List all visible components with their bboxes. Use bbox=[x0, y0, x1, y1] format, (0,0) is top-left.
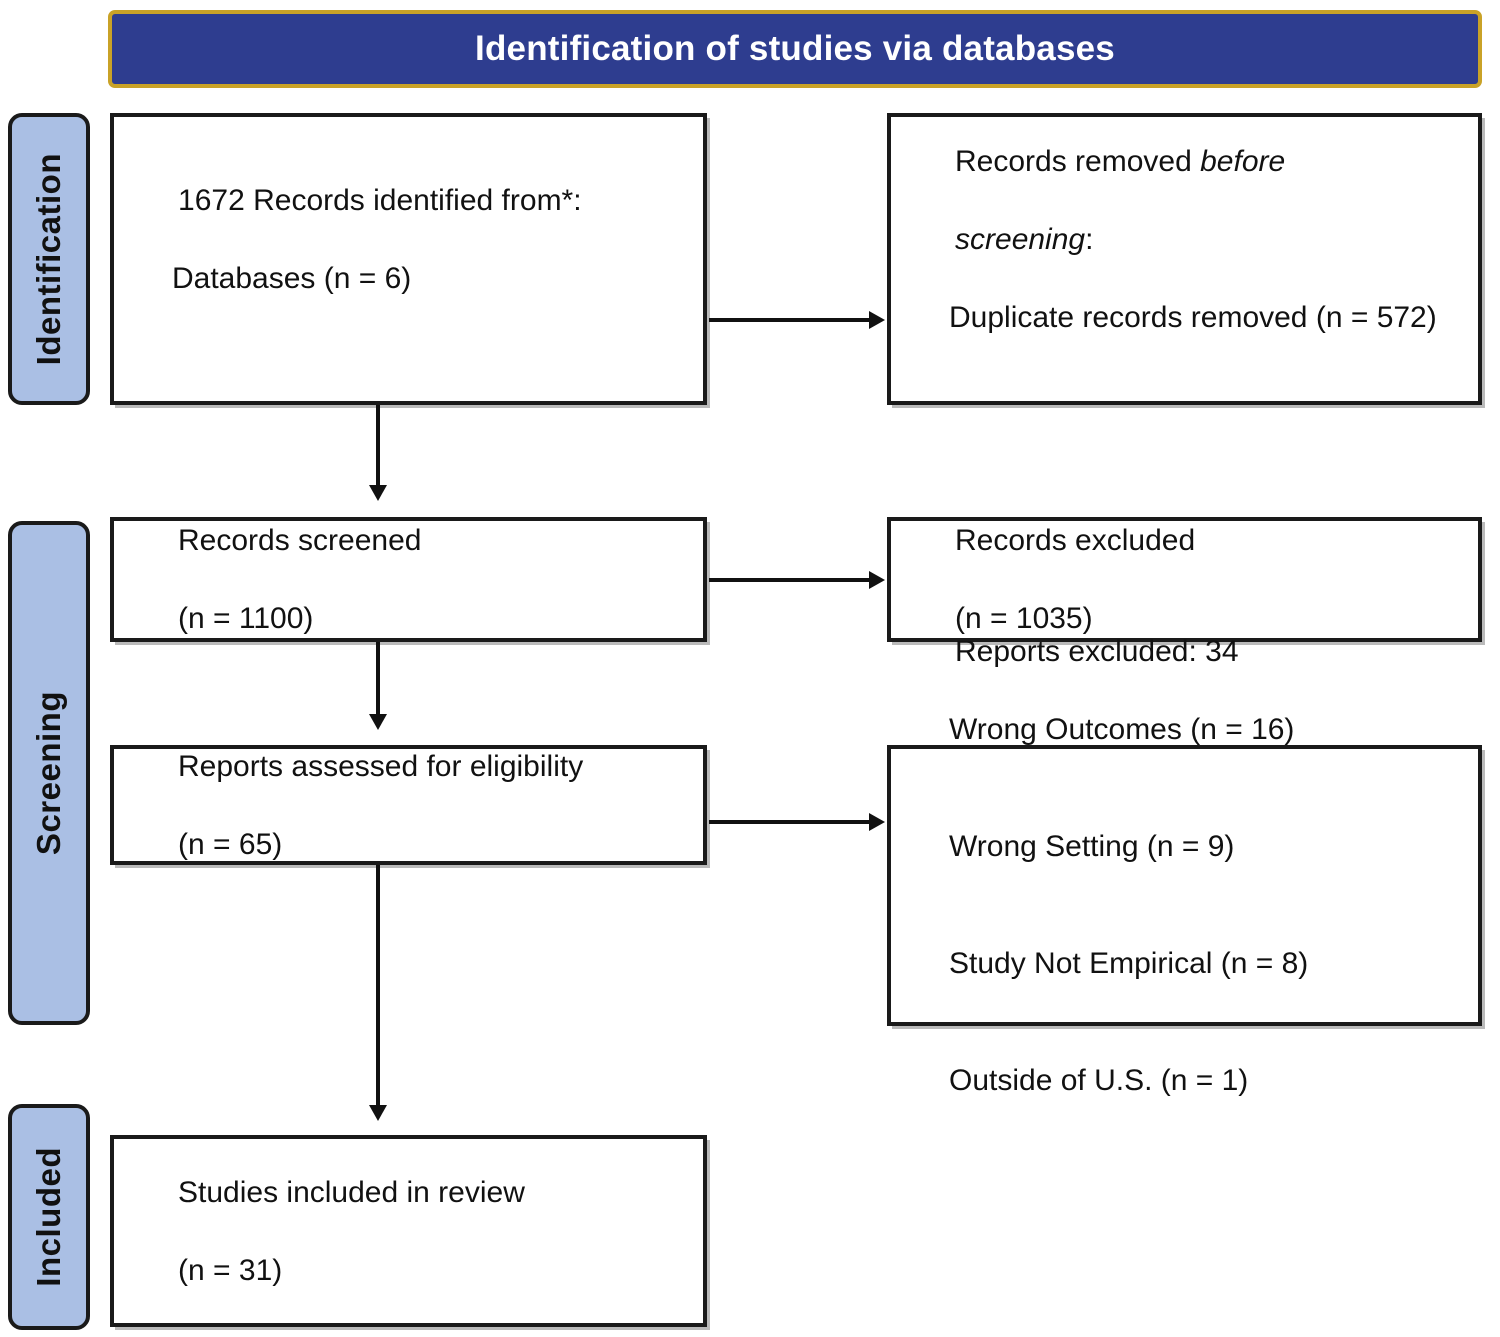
arrow-identified-to-removed-head-icon bbox=[869, 311, 885, 329]
stage-label-screening: Screening bbox=[8, 521, 90, 1025]
records-removed-line1-italic: before bbox=[1200, 145, 1286, 178]
records-removed-line1-plain: Records removed bbox=[955, 145, 1201, 178]
reports-excluded-reason: Wrong Outcomes (n = 16) bbox=[949, 713, 1295, 746]
box-records-excluded-text: Records excluded (n = 1035) bbox=[891, 482, 1478, 677]
records-excluded-line2: (n = 1035) bbox=[955, 602, 1093, 635]
records-removed-line3: Duplicate records removed (n = 572) bbox=[949, 301, 1437, 334]
arrow-eligibility-to-reports-excluded-head-icon bbox=[869, 813, 885, 831]
studies-included-line1: Studies included in review bbox=[178, 1175, 525, 1209]
box-records-identified: 1672 Records identified from*: Databases… bbox=[110, 113, 707, 405]
box-records-excluded: Records excluded (n = 1035) bbox=[887, 517, 1482, 642]
box-records-screened: Records screened (n = 1100) bbox=[110, 517, 707, 642]
arrow-screened-to-records-excluded bbox=[709, 578, 873, 582]
arrow-eligibility-to-included bbox=[376, 865, 380, 1113]
records-identified-line2: Databases (n = 6) bbox=[172, 262, 412, 295]
box-reports-excluded-text: Reports excluded: 34 Wrong Outcomes (n =… bbox=[891, 593, 1478, 1178]
box-records-screened-text: Records screened (n = 1100) bbox=[114, 482, 703, 677]
reports-excluded-reason: Outside of U.S. (n = 1) bbox=[949, 1064, 1249, 1097]
arrow-screened-to-eligibility-head-icon bbox=[369, 714, 387, 730]
arrow-identified-to-removed bbox=[709, 318, 873, 322]
studies-included-line2: (n = 31) bbox=[178, 1253, 283, 1287]
records-screened-line1: Records screened bbox=[178, 524, 422, 557]
reports-assessed-line2: (n = 65) bbox=[178, 827, 283, 861]
reports-excluded-reason: Study Not Empirical (n = 8) bbox=[949, 947, 1309, 980]
box-records-removed-text: Records removed before screening: Duplic… bbox=[891, 103, 1478, 415]
records-excluded-line1: Records excluded bbox=[955, 524, 1196, 557]
records-removed-line2-plain: : bbox=[1085, 223, 1094, 256]
arrow-eligibility-to-reports-excluded bbox=[709, 820, 873, 824]
records-screened-line2: (n = 1100) bbox=[178, 602, 314, 635]
stage-label-identification: Identification bbox=[8, 113, 90, 405]
arrow-identified-to-screened-head-icon bbox=[369, 485, 387, 501]
box-records-removed: Records removed before screening: Duplic… bbox=[887, 113, 1482, 405]
box-records-identified-text: 1672 Records identified from*: Databases… bbox=[114, 142, 703, 376]
records-removed-line2-italic: screening bbox=[955, 223, 1086, 256]
arrow-screened-to-records-excluded-head-icon bbox=[869, 571, 885, 589]
box-studies-included: Studies included in review (n = 31) bbox=[110, 1135, 707, 1327]
arrow-eligibility-to-included-head-icon bbox=[369, 1105, 387, 1121]
reports-excluded-reason: Wrong Setting (n = 9) bbox=[949, 830, 1235, 863]
diagram-header-banner: Identification of studies via databases bbox=[108, 10, 1482, 88]
stage-label-included-text: Included bbox=[30, 1147, 67, 1287]
stage-label-identification-text: Identification bbox=[30, 152, 67, 366]
reports-excluded-heading: Reports excluded: 34 bbox=[955, 635, 1239, 668]
diagram-title: Identification of studies via databases bbox=[475, 28, 1115, 68]
box-studies-included-text: Studies included in review (n = 31) bbox=[114, 1134, 703, 1329]
records-identified-line1: 1672 Records identified from*: bbox=[178, 184, 582, 217]
arrow-screened-to-eligibility bbox=[376, 642, 380, 722]
box-reports-assessed-text: Reports assessed for eligibility (n = 65… bbox=[114, 708, 703, 903]
reports-assessed-line1: Reports assessed for eligibility bbox=[178, 749, 584, 783]
box-reports-assessed-eligibility: Reports assessed for eligibility (n = 65… bbox=[110, 745, 707, 865]
arrow-identified-to-screened bbox=[376, 405, 380, 493]
stage-label-included: Included bbox=[8, 1104, 90, 1330]
stage-label-screening-text: Screening bbox=[30, 690, 67, 856]
box-reports-excluded: Reports excluded: 34 Wrong Outcomes (n =… bbox=[887, 635, 1482, 1097]
